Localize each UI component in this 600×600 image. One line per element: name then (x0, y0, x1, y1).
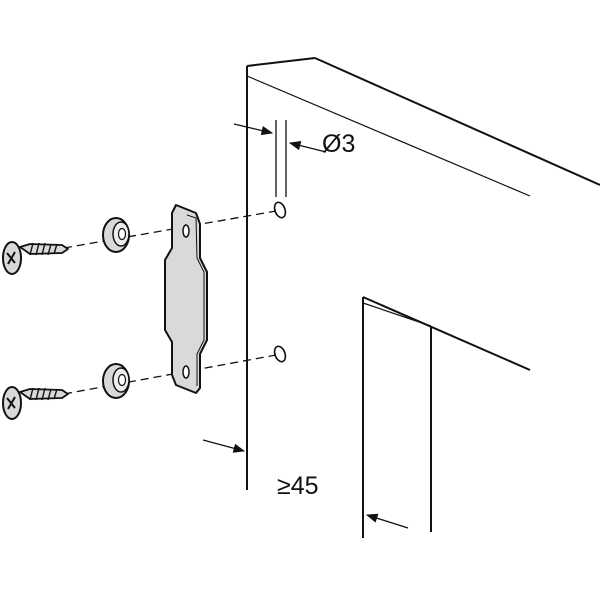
cabinet-panel (246, 57, 600, 490)
hole-diameter-label: Ø3 (322, 130, 355, 158)
hole-diameter-dimension (233, 120, 327, 197)
min-distance-label: ≥45 (277, 472, 319, 500)
inner-frame (362, 296, 531, 538)
screw-bottom (2, 386, 69, 420)
washer-bottom (102, 363, 130, 399)
pilot-hole-top (273, 201, 287, 219)
strike-plate (164, 204, 208, 394)
strike-plate-hole-bottom (182, 365, 190, 379)
screw-top (2, 241, 69, 275)
assembly-guide-lines (63, 210, 277, 395)
washer-top (102, 217, 130, 253)
pilot-hole-bottom (273, 345, 287, 363)
strike-plate-hole-top (182, 224, 190, 238)
min-distance-dimension (202, 439, 409, 529)
